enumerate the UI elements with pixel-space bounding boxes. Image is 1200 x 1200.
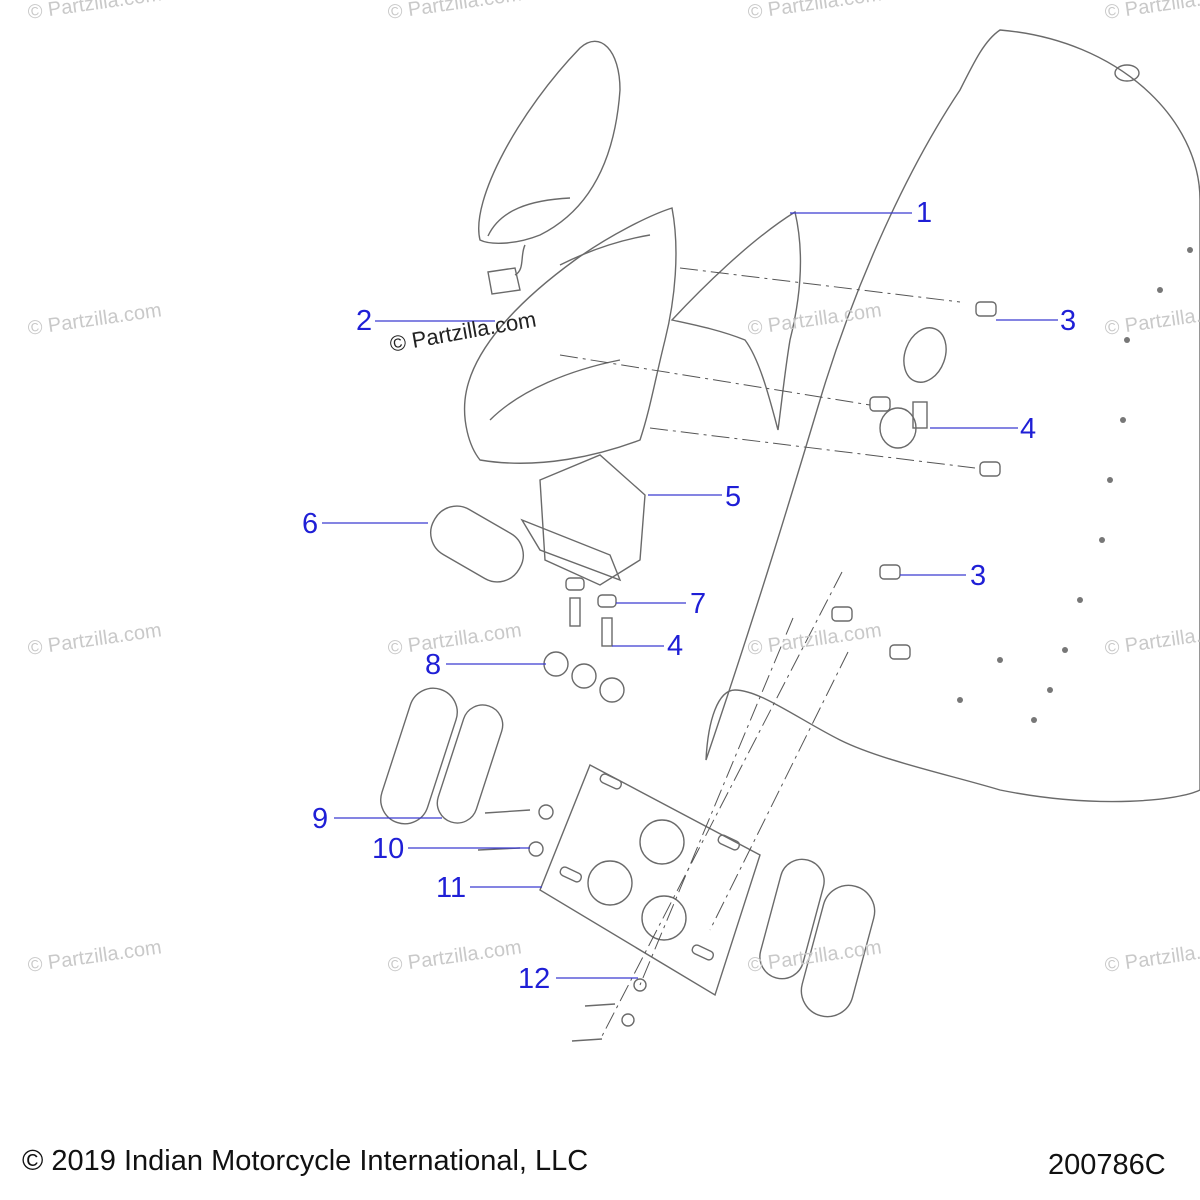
callout-4[interactable]: 4 (1020, 413, 1037, 445)
assembly-lines (559, 267, 976, 1041)
mounting-screws (477, 804, 647, 1042)
callout-10[interactable]: 10 (372, 833, 405, 865)
side-reflector-right (759, 858, 825, 980)
diagram-code: 200786C (1048, 1149, 1166, 1181)
callout-9[interactable]: 9 (312, 803, 329, 835)
lamp-connector (487, 267, 521, 295)
marker-lamp (903, 327, 947, 383)
hardware-studs (565, 301, 1001, 660)
callout-12[interactable]: 12 (518, 963, 551, 995)
lamp-housing (463, 207, 677, 464)
callout-1[interactable]: 1 (916, 197, 933, 229)
tail-lamp-lens (478, 40, 621, 244)
side-reflector-left (380, 687, 458, 825)
reflector-lens-6 (430, 505, 524, 583)
license-bracket (539, 454, 646, 586)
lamp-mount-bracket (670, 210, 802, 431)
callout-2[interactable]: 2 (356, 305, 373, 337)
marker-lens (879, 407, 917, 449)
license-plate-mount (539, 764, 761, 997)
callout-7[interactable]: 7 (690, 588, 707, 620)
callout-8[interactable]: 8 (425, 649, 442, 681)
leader-lines (322, 212, 1058, 979)
side-reflector-right-front (800, 884, 876, 1018)
callout-4-lower[interactable]: 4 (667, 630, 684, 662)
callout-11[interactable]: 11 (436, 872, 467, 904)
cable-clips (543, 651, 625, 703)
fender-rivets (957, 247, 1193, 723)
copyright-notice: © 2019 Indian Motorcycle International, … (22, 1145, 589, 1177)
fender-grommet (1114, 64, 1140, 82)
callout-3-lower[interactable]: 3 (970, 560, 987, 592)
callout-3[interactable]: 3 (1060, 305, 1077, 337)
callout-5[interactable]: 5 (725, 481, 742, 513)
callout-6[interactable]: 6 (302, 508, 319, 540)
side-reflector-left-back (436, 704, 504, 824)
